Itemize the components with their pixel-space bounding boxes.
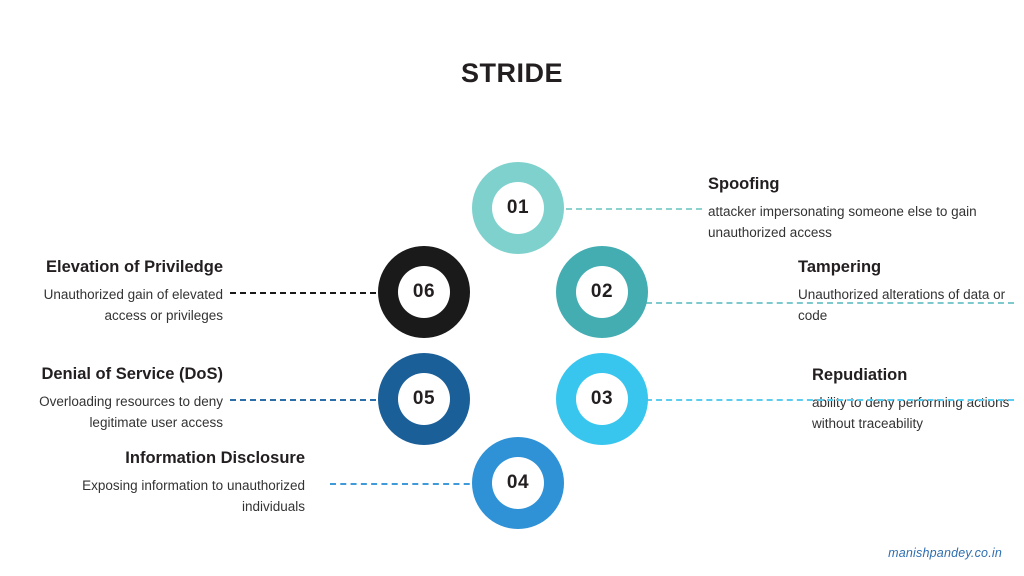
label-body-information-disclosure: Exposing information to unauthorized ind… — [82, 477, 305, 514]
label-heading-repudiation: Repudiation — [812, 366, 908, 384]
node-number-05: 05 — [398, 373, 450, 425]
label-body-denial-of-service: Overloading resources to deny legitimate… — [39, 393, 223, 430]
label-heading-spoofing: Spoofing — [708, 175, 780, 193]
label-heading-tampering: Tampering — [798, 258, 882, 276]
label-body-repudiation: ability to deny performing actions witho… — [812, 394, 1010, 431]
node-number-06: 06 — [398, 266, 450, 318]
node-number-04: 04 — [492, 457, 544, 509]
node-number-03: 03 — [576, 373, 628, 425]
node-circle-02[interactable]: 02 — [556, 246, 648, 338]
node-circle-03[interactable]: 03 — [556, 353, 648, 445]
connector-line-06 — [230, 292, 386, 294]
connector-line-04 — [330, 483, 480, 485]
label-body-tampering: Unauthorized alterations of data or code — [798, 286, 1006, 323]
connector-line-02 — [646, 302, 1014, 304]
label-block-elevation-of-privilege: Elevation of Priviledge Unauthorized gai… — [8, 257, 223, 326]
node-circle-06[interactable]: 06 — [378, 246, 470, 338]
label-block-tampering: Tampering Unauthorized alterations of da… — [798, 257, 1020, 326]
label-heading-information-disclosure: Information Disclosure — [125, 449, 305, 467]
connector-line-05 — [230, 399, 386, 401]
label-block-information-disclosure: Information Disclosure Exposing informat… — [40, 448, 305, 517]
label-heading-denial-of-service: Denial of Service (DoS) — [41, 365, 223, 383]
connector-line-03 — [646, 399, 1014, 401]
node-circle-01[interactable]: 01 — [472, 162, 564, 254]
label-block-denial-of-service: Denial of Service (DoS) Overloading reso… — [0, 364, 223, 433]
node-number-02: 02 — [576, 266, 628, 318]
site-watermark: manishpandey.co.in — [888, 546, 1002, 560]
label-block-repudiation: Repudiation ability to deny performing a… — [812, 365, 1022, 434]
node-circle-04[interactable]: 04 — [472, 437, 564, 529]
label-heading-elevation-of-privilege: Elevation of Priviledge — [46, 258, 223, 276]
label-body-spoofing: attacker impersonating someone else to g… — [708, 203, 977, 240]
label-body-elevation-of-privilege: Unauthorized gain of elevated access or … — [43, 286, 223, 323]
node-circle-05[interactable]: 05 — [378, 353, 470, 445]
page-title: STRIDE — [460, 58, 563, 88]
label-block-spoofing: Spoofing attacker impersonating someone … — [708, 174, 1008, 243]
connector-line-01 — [556, 208, 702, 210]
node-number-01: 01 — [492, 182, 544, 234]
